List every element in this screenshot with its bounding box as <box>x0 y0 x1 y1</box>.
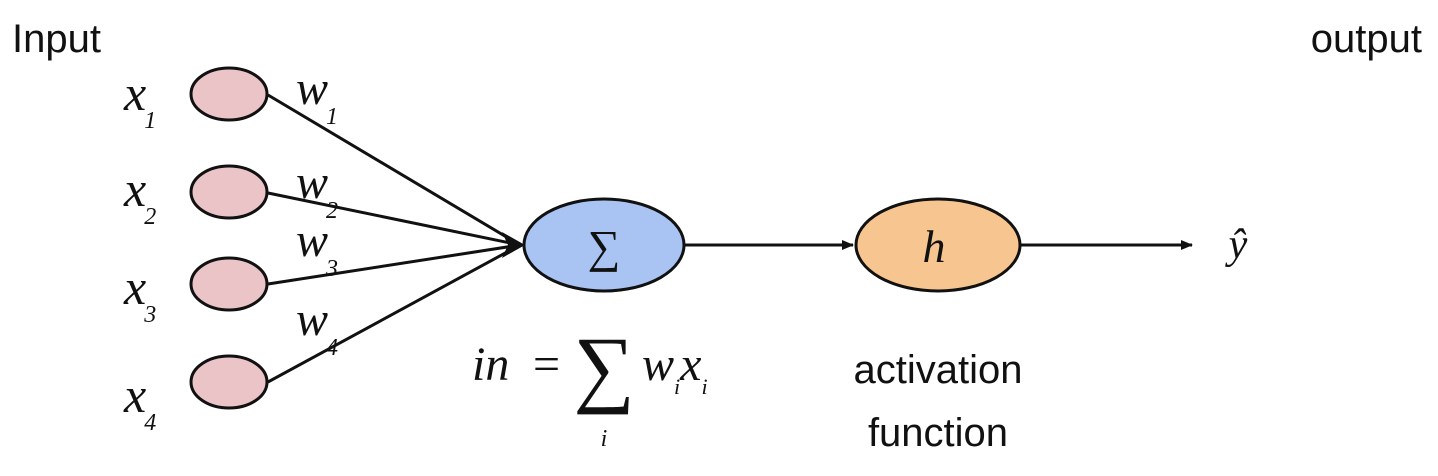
formula-sigma-index: i <box>601 426 608 452</box>
input-node-4 <box>189 354 269 410</box>
connection-line-2 <box>267 191 521 247</box>
input-variable-labels: x1 x2 x3 x4 <box>123 65 156 436</box>
connection-line-4 <box>267 243 521 384</box>
connection-line-3 <box>267 243 521 286</box>
formula-lhs: in <box>472 338 509 391</box>
sum-symbol: ∑ <box>588 221 621 272</box>
input-var-3: x3 <box>123 259 156 328</box>
connection-line-1 <box>267 93 521 247</box>
formula-term: wixi <box>642 338 708 399</box>
convergence-arrowhead <box>502 232 525 258</box>
input-label: Input <box>12 17 101 61</box>
input-var-2: x2 <box>123 161 156 230</box>
activation-label-line2: function <box>868 411 1008 455</box>
input-node-2 <box>189 164 269 220</box>
weighted-sum-formula: in = ∑ i wixi <box>472 319 708 452</box>
output-symbol: ŷ <box>1225 222 1248 268</box>
input-var-1: x1 <box>123 65 156 134</box>
activation-label-line1: activation <box>854 348 1023 392</box>
input-node-3 <box>189 256 269 312</box>
input-var-4: x4 <box>123 367 156 436</box>
input-node-1 <box>189 66 269 122</box>
output-label: output <box>1311 17 1422 61</box>
weight-connections <box>267 93 525 384</box>
input-nodes <box>189 66 269 410</box>
activation-symbol: h <box>923 221 946 272</box>
formula-sigma: ∑ <box>573 319 634 415</box>
formula-equals: = <box>533 338 560 391</box>
